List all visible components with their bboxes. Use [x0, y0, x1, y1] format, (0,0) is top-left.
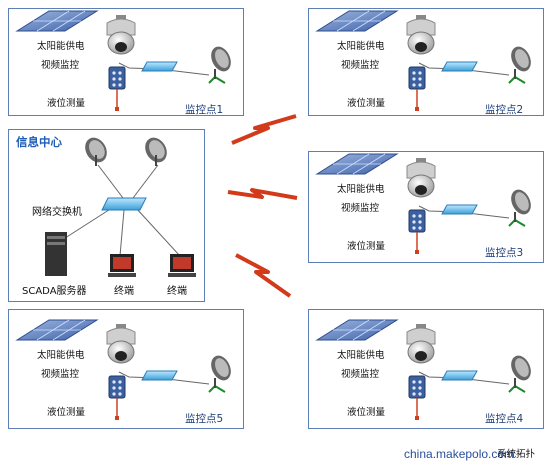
solar-panel-icon	[315, 153, 399, 175]
watermark: china.makepolo.com	[404, 447, 515, 461]
site-name: 监控点2	[485, 104, 524, 116]
terminal-label: 终端	[167, 286, 187, 297]
terminal-icon	[108, 254, 136, 277]
wireless-link-2	[227, 188, 298, 200]
site-drawing	[315, 10, 531, 111]
satellite-dish-icon	[508, 355, 531, 393]
camera-icon	[406, 158, 436, 198]
level-sensor-icon	[108, 375, 126, 420]
site-name: 监控点1	[185, 104, 224, 116]
wireless-link-3	[235, 253, 292, 298]
solar-panel-icon	[315, 319, 399, 341]
server-icon	[45, 232, 67, 276]
solar-label: 太阳能供电	[337, 41, 385, 52]
level-sensor-icon	[408, 66, 426, 111]
server-label: SCADA服务器	[22, 286, 87, 297]
terminal-icon	[168, 254, 196, 277]
level-sensor-icon	[108, 66, 126, 111]
level-label: 液位测量	[347, 241, 386, 252]
wireless-link-1	[231, 114, 297, 145]
site-name: 监控点5	[185, 413, 224, 425]
caption: 系统拓扑	[497, 449, 536, 460]
solar-label: 太阳能供电	[37, 350, 85, 361]
camera-icon	[406, 324, 436, 364]
satellite-dish-icon	[508, 189, 531, 227]
video-label: 视频监控	[41, 60, 80, 71]
network-switch-icon	[141, 61, 178, 72]
level-label: 液位测量	[47, 407, 86, 418]
site-panel: 太阳能供电视频监控液位测量监控点1	[8, 8, 244, 116]
site-panel: 太阳能供电视频监控液位测量监控点4	[308, 309, 544, 429]
solar-panel-icon	[15, 10, 99, 32]
video-label: 视频监控	[341, 60, 380, 71]
level-label: 液位测量	[47, 98, 86, 109]
solar-panel-icon	[315, 10, 399, 32]
satellite-dish-icon	[208, 355, 231, 393]
site-drawing	[15, 319, 231, 420]
site-drawing	[315, 319, 531, 420]
site-panel: 太阳能供电视频监控液位测量监控点3	[308, 151, 544, 263]
site-panel: 太阳能供电视频监控液位测量监控点2	[308, 8, 544, 116]
video-label: 视频监控	[341, 203, 380, 214]
camera-icon	[106, 324, 136, 364]
satellite-dish-icon	[208, 46, 231, 84]
site-name: 监控点3	[485, 247, 524, 259]
video-label: 视频监控	[41, 369, 80, 380]
video-label: 视频监控	[341, 369, 380, 380]
level-sensor-icon	[408, 375, 426, 420]
level-sensor-icon	[408, 209, 426, 254]
solar-label: 太阳能供电	[337, 184, 385, 195]
camera-icon	[106, 15, 136, 55]
solar-label: 太阳能供电	[337, 350, 385, 361]
info-center-panel	[8, 129, 205, 302]
network-switch-icon	[441, 204, 478, 215]
level-label: 液位测量	[347, 407, 386, 418]
network-switch-icon	[441, 370, 478, 381]
site-drawing	[15, 10, 231, 111]
network-switch-icon	[441, 61, 478, 72]
info-center-title: 信息中心	[16, 135, 62, 149]
site-drawing	[315, 153, 531, 254]
site-name: 监控点4	[485, 413, 524, 425]
network-switch-icon	[101, 197, 147, 211]
satellite-dish-icon	[508, 46, 531, 84]
solar-label: 太阳能供电	[37, 41, 85, 52]
solar-panel-icon	[15, 319, 99, 341]
camera-icon	[406, 15, 436, 55]
switch-label: 网络交换机	[32, 207, 82, 218]
level-label: 液位测量	[347, 98, 386, 109]
satellite-dish-icon	[85, 137, 107, 166]
satellite-dish-icon	[145, 137, 167, 166]
network-switch-icon	[141, 370, 178, 381]
terminal-label: 终端	[114, 286, 134, 297]
info-center-links	[61, 164, 181, 257]
site-panel: 太阳能供电视频监控液位测量监控点5	[8, 309, 244, 429]
